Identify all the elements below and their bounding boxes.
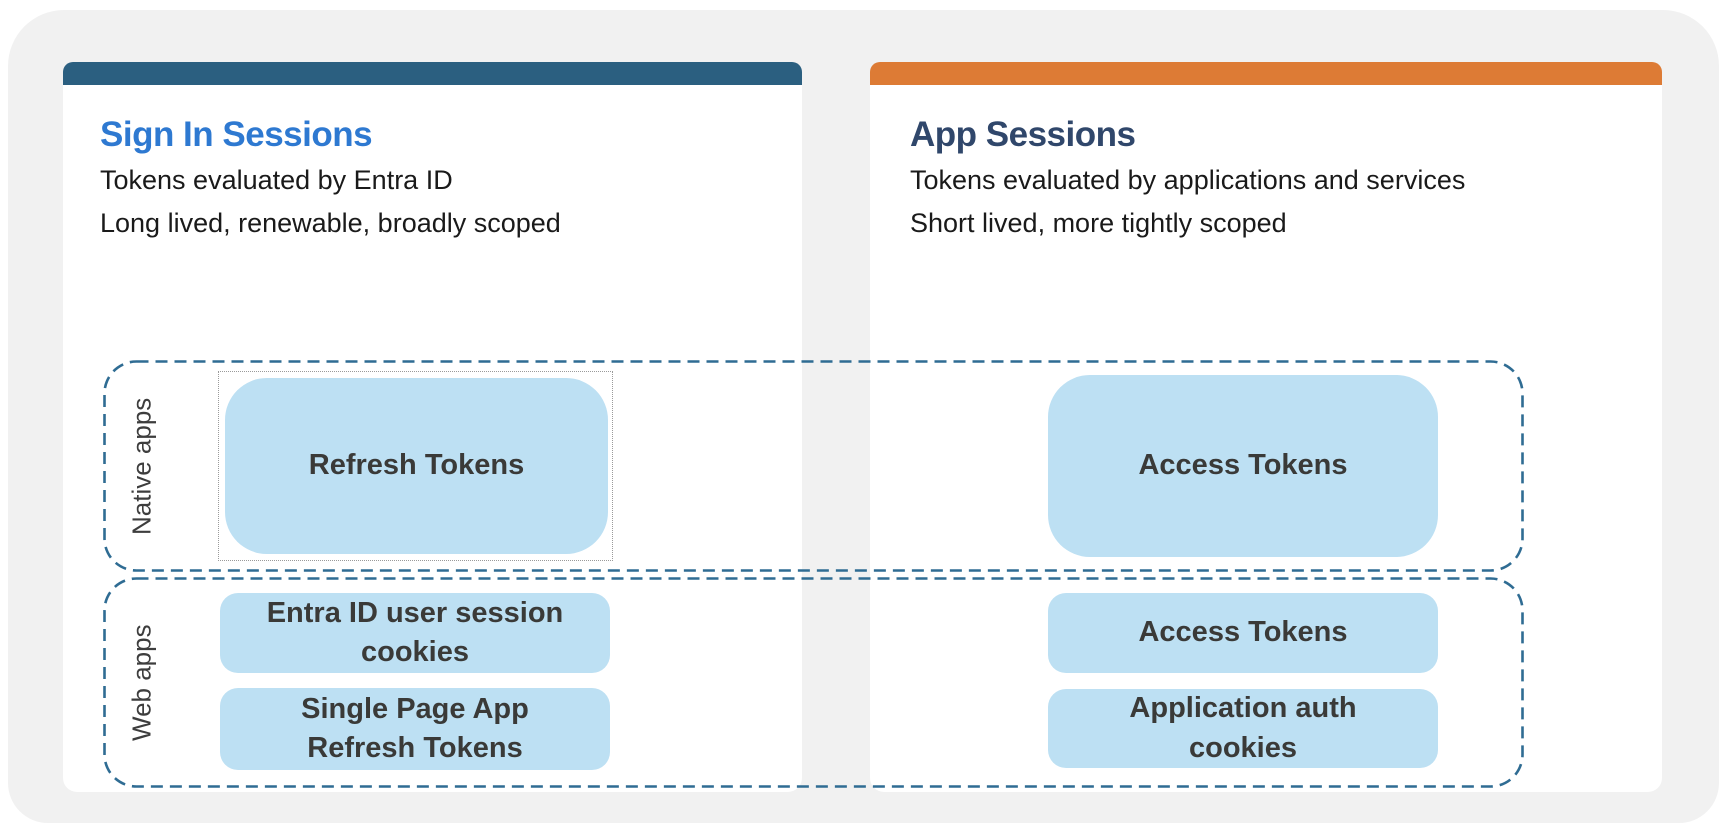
sign-in-sessions-description: Long lived, renewable, broadly scoped: [100, 208, 561, 238]
web-apps-row-label: Web apps: [126, 624, 157, 741]
token-access-tokens-native: Access Tokens: [1048, 375, 1438, 557]
token-entra-id-user-session-cookies: Entra ID user session cookies: [220, 593, 610, 673]
token-single-page-app-refresh-tokens-label: Single Page App Refresh Tokens: [301, 692, 529, 764]
app-sessions-description: Short lived, more tightly scoped: [910, 208, 1287, 238]
native-apps-row-label: Native apps: [126, 397, 157, 535]
token-application-auth-cookies-label: Application auth cookies: [1129, 692, 1357, 764]
diagram-canvas: Sign In Sessions Tokens evaluated by Ent…: [8, 10, 1719, 823]
app-sessions-title: App Sessions: [910, 115, 1136, 154]
sign-in-sessions-subtitle: Tokens evaluated by Entra ID: [100, 165, 453, 195]
token-single-page-app-refresh-tokens: Single Page App Refresh Tokens: [220, 688, 610, 770]
token-entra-id-user-session-cookies-label: Entra ID user session cookies: [266, 596, 564, 668]
token-access-tokens-native-label: Access Tokens: [1138, 449, 1348, 482]
web-apps-dashed-border: [103, 577, 1524, 788]
web-apps-group-outline: [103, 577, 1524, 788]
refresh-tokens-selection-outline: [218, 371, 613, 561]
native-apps-group-outline: [103, 360, 1524, 572]
sign-in-sessions-accent-bar: [63, 62, 802, 85]
token-refresh-tokens-label: Refresh Tokens: [308, 449, 525, 482]
app-sessions-subtitle: Tokens evaluated by applications and ser…: [910, 165, 1466, 195]
token-refresh-tokens: Refresh Tokens: [225, 378, 608, 554]
token-application-auth-cookies: Application auth cookies: [1048, 689, 1438, 768]
native-apps-dashed-border: [103, 360, 1524, 572]
token-access-tokens-web: Access Tokens: [1048, 593, 1438, 673]
app-sessions-accent-bar: [870, 62, 1662, 85]
sign-in-sessions-title: Sign In Sessions: [100, 115, 373, 154]
token-access-tokens-web-label: Access Tokens: [1138, 616, 1348, 649]
